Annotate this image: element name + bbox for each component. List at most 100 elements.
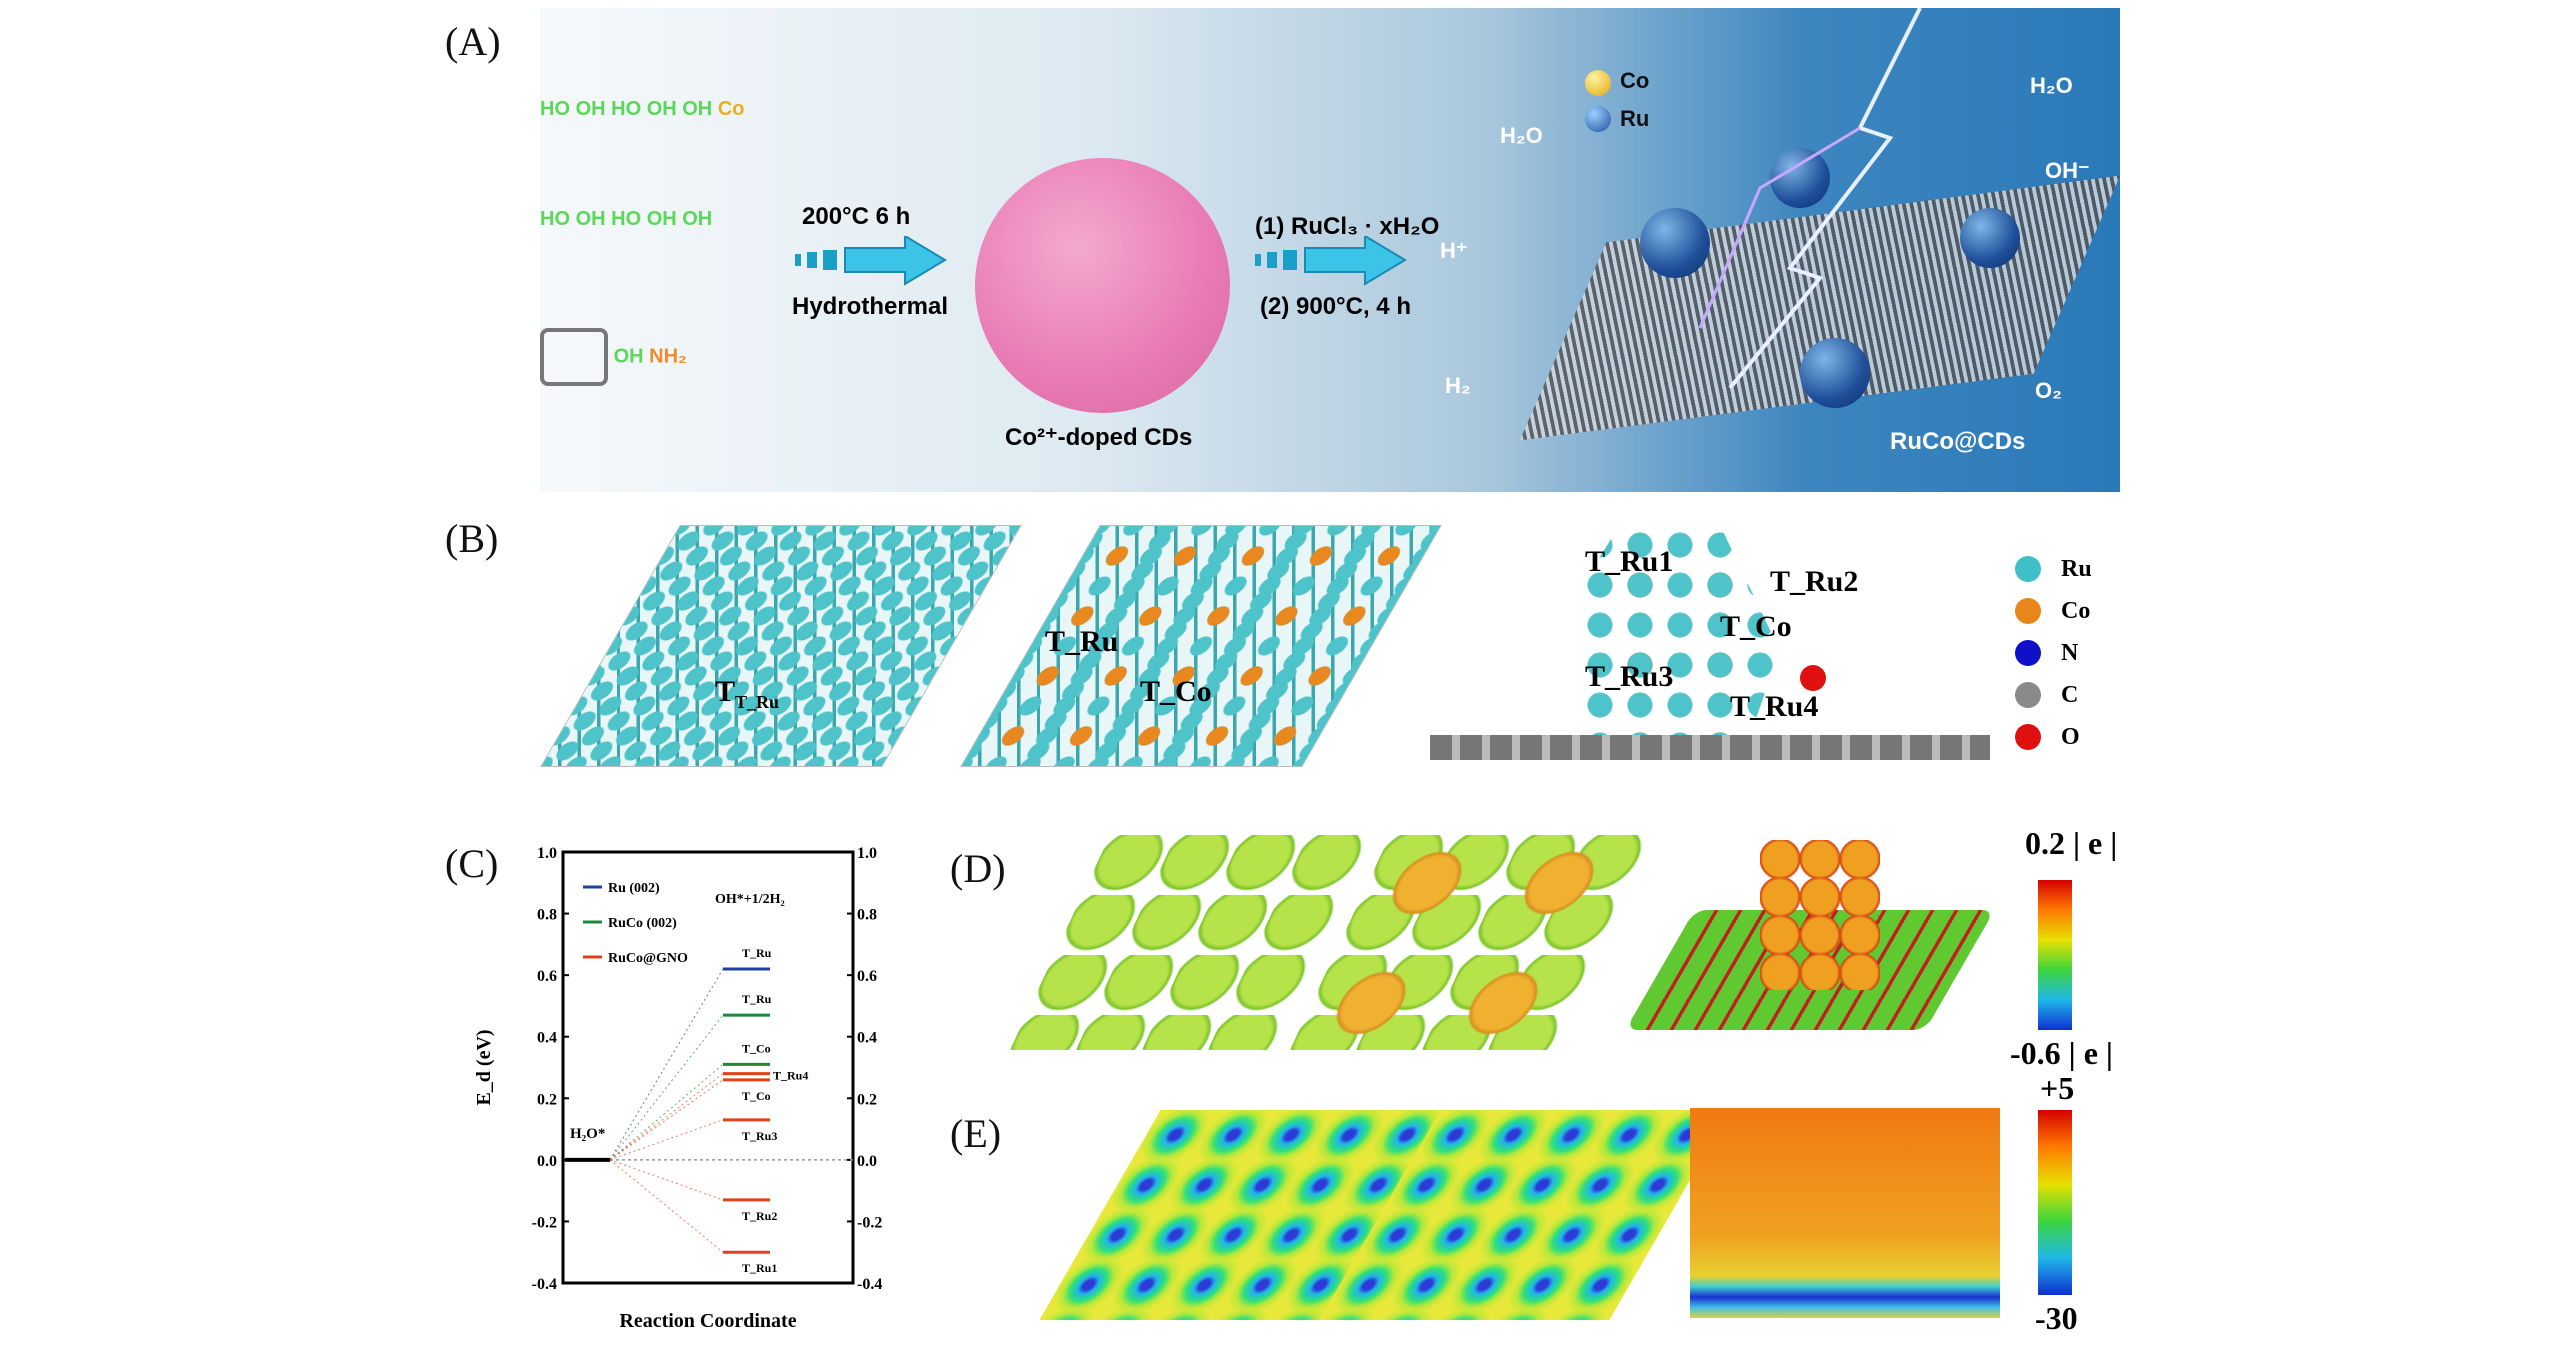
plot-frame <box>561 850 855 1285</box>
connector-line <box>609 1064 724 1161</box>
y-tick-label-right: -0.4 <box>857 1276 882 1293</box>
y-tick-label: 0.4 <box>537 1030 557 1047</box>
colorbar-max-label: +5 <box>2040 1070 2075 1106</box>
level-label: T_Ru <box>742 946 772 960</box>
legend-label: RuCo@GNO <box>608 951 688 966</box>
ru-surface-model <box>540 525 1022 767</box>
legend-label: RuCo (002) <box>608 916 677 931</box>
ruco-surface-model <box>960 525 1442 767</box>
connector-line <box>609 1079 724 1161</box>
colorbar-min-label: -30 <box>2035 1300 2078 1336</box>
y-tick-label-right: 0.2 <box>857 1091 877 1108</box>
y-tick-label: 0.8 <box>537 907 557 924</box>
n-atom-icon <box>2015 640 2041 666</box>
molecule-gluconate: HO OH HO OH OH Co <box>540 98 745 120</box>
y-tick-label: 0.2 <box>537 1091 557 1108</box>
site-label: TT_Ru <box>715 675 780 712</box>
arrow-icon <box>795 236 947 286</box>
co-atom-icon <box>1585 70 1611 96</box>
carbon-dot-sphere <box>975 158 1230 413</box>
species-o2: O₂ <box>2035 378 2062 403</box>
co-atom-icon <box>2015 598 2041 624</box>
nanoparticle <box>1800 338 1870 408</box>
species-h-plus: H⁺ <box>1440 238 1468 263</box>
site-label: T_Co <box>1140 675 1212 708</box>
lightning-icon <box>1698 8 1922 388</box>
site-label: T_Co <box>1720 610 1792 643</box>
cluster-charge-model <box>1760 840 1880 990</box>
nanoparticle <box>1770 148 1830 208</box>
y-tick-label-right: 0.6 <box>857 968 877 985</box>
species-h2: H₂ <box>1445 373 1471 398</box>
ru-atom-icon <box>2015 556 2041 582</box>
species-h2o: H₂O <box>2030 73 2073 98</box>
panel-label-e: (E) <box>950 1111 1002 1156</box>
o-atom-icon <box>2015 724 2041 750</box>
graphene-substrate <box>1430 735 1990 760</box>
c-atom-icon <box>2015 682 2041 708</box>
site-label: T_Ru <box>1045 625 1119 658</box>
cross-section-potential-map <box>1690 1108 2000 1318</box>
colorbar-max-label: 0.2 | e | <box>2025 825 2118 861</box>
legend-label: Ru <box>2061 555 2092 582</box>
step1-method: Hydrothermal <box>792 293 949 320</box>
oxygen-atom <box>1800 665 1826 691</box>
panel-label-c: (C) <box>445 841 499 886</box>
connector-line <box>609 968 724 1161</box>
charge-colorbar <box>2038 880 2072 1030</box>
nanoparticle <box>1960 208 2020 268</box>
arrow-icon <box>1255 236 1407 286</box>
species-oh-minus: OH⁻ <box>2045 158 2090 183</box>
legend-label: O <box>2061 723 2080 750</box>
legend-ru: Ru <box>1620 106 1650 131</box>
y-tick-label-right: 1.0 <box>857 845 877 862</box>
legend-label: N <box>2061 639 2079 666</box>
initial-state-label: H₂O* <box>570 1126 605 1142</box>
connector-line <box>609 1073 724 1161</box>
molecule-tryptophan: OH NH₂ <box>540 328 800 386</box>
site-label: T_Ru4 <box>1730 690 1819 723</box>
site-label: T_Ru3 <box>1585 660 1674 693</box>
level-label: T_Co <box>742 1041 771 1055</box>
final-state-label: OH*+1/2H₂ <box>715 892 785 907</box>
level-label: T_Ru1 <box>742 1261 777 1275</box>
y-tick-label: 1.0 <box>537 845 557 862</box>
legend-label: Co <box>2061 597 2091 624</box>
y-tick-label-right: 0.8 <box>857 907 877 924</box>
y-tick-label: 0.6 <box>537 968 557 985</box>
connector-line <box>609 1159 724 1253</box>
y-tick-label-right: 0.4 <box>857 1030 877 1047</box>
x-axis-label: Reaction Coordinate <box>619 1310 796 1332</box>
step2-condition-1: (1) RuCl₃ · xH₂O <box>1255 213 1440 240</box>
product-label: RuCo@CDs <box>1890 428 2026 455</box>
legend-label: Ru (002) <box>608 881 660 896</box>
molecule-gluconate-2: HO OH HO OH OH <box>540 208 713 230</box>
level-label: T_Ru3 <box>742 1129 777 1143</box>
level-label: T_Co <box>742 1089 771 1103</box>
y-tick-label-right: -0.2 <box>857 1214 882 1231</box>
ru-atom-icon <box>1585 106 1611 132</box>
level-label: T_Ru4 <box>773 1069 808 1083</box>
synthesis-schematic: HO OH HO OH OH Co HO OH HO OH OH OH NH₂ … <box>540 8 2120 492</box>
y-tick-label: 0.0 <box>537 1153 557 1170</box>
y-tick-label: -0.2 <box>532 1214 557 1231</box>
level-label: T_Ru <box>742 992 772 1006</box>
species-h2o: H₂O <box>1500 123 1543 148</box>
connector-line <box>609 1014 724 1161</box>
intermediate-label: Co²⁺-doped CDs <box>1005 424 1193 451</box>
nanoparticle <box>1640 208 1710 278</box>
step1-condition: 200°C 6 h <box>802 203 911 230</box>
panel-label-b: (B) <box>445 516 499 561</box>
step2-condition-2: (2) 900°C, 4 h <box>1260 293 1411 320</box>
legend-co: Co <box>1620 68 1650 93</box>
site-label: T_Ru1 <box>1585 545 1674 578</box>
level-label: T_Ru2 <box>742 1209 777 1223</box>
connector-line <box>609 1119 724 1161</box>
panel-label-a: (A) <box>445 19 501 64</box>
atom-legend: Ru Co N C O <box>2015 548 2092 758</box>
potential-colorbar <box>2038 1110 2072 1295</box>
y-axis-label: E_d (eV) <box>473 1029 495 1105</box>
connector-line <box>609 1159 724 1201</box>
y-tick-label: -0.4 <box>532 1276 557 1293</box>
